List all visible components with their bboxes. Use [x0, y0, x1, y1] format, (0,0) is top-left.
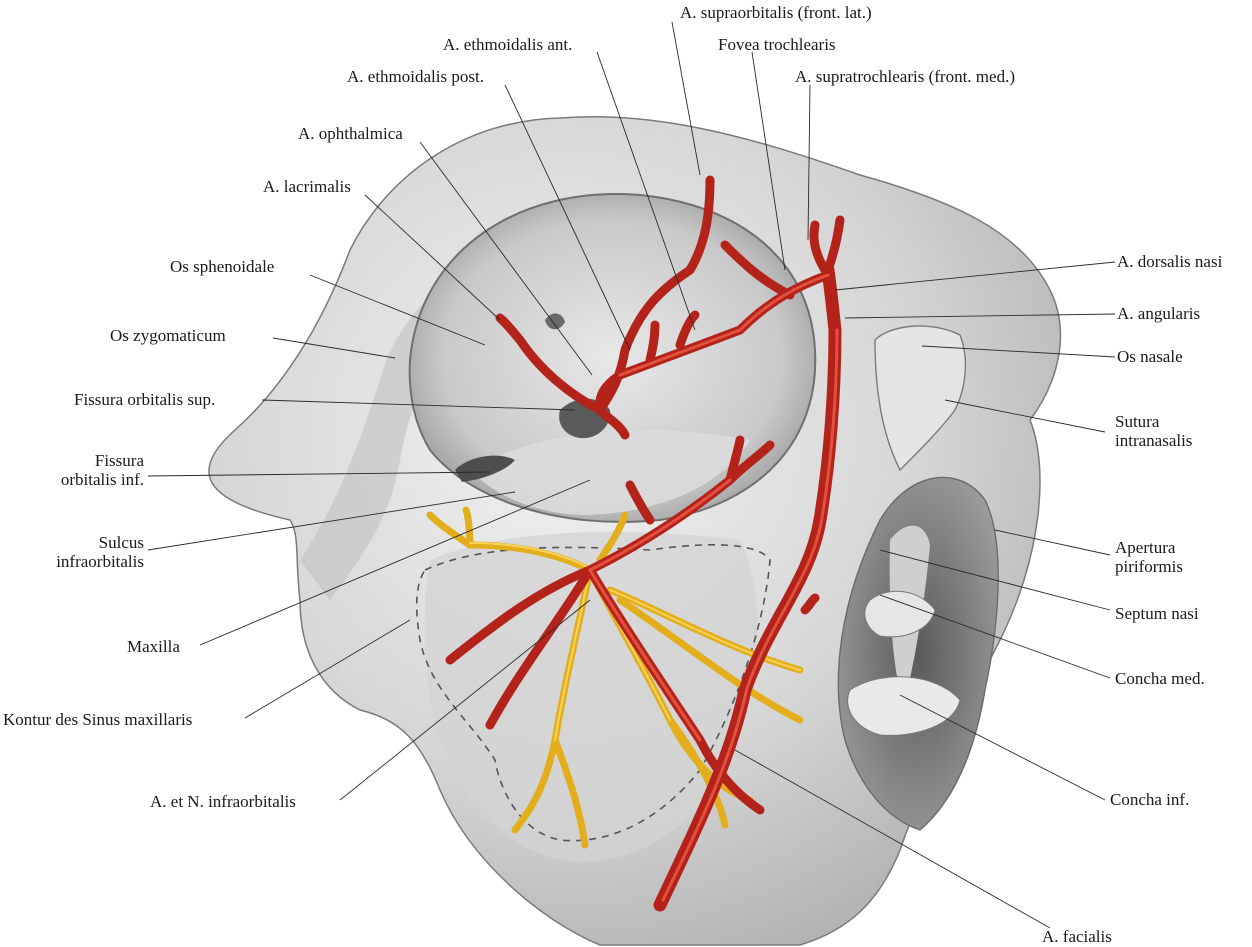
label-a-angularis: A. angularis	[1117, 304, 1200, 323]
label-line: Sutura	[1115, 412, 1160, 431]
label-line: orbitalis inf.	[61, 470, 144, 489]
label-os-zygomaticum: Os zygomaticum	[110, 326, 226, 345]
label-os-nasale: Os nasale	[1117, 347, 1183, 366]
sinus-contour	[415, 544, 771, 842]
label-a-ethmoidalis-ant: A. ethmoidalis ant.	[443, 35, 572, 54]
label-a-lacrimalis: A. lacrimalis	[263, 177, 351, 196]
skull-bone	[208, 115, 1062, 946]
label-maxilla: Maxilla	[127, 637, 180, 656]
label-line: intranasalis	[1115, 431, 1192, 450]
leader-lines	[147, 21, 1116, 929]
label-a-supratrochlearis: A. supratrochlearis (front. med.)	[795, 67, 1015, 86]
concha-med-shape	[864, 590, 936, 638]
label-os-sphenoidale: Os sphenoidale	[170, 257, 274, 276]
label-fissura-orbitalis-sup: Fissura orbitalis sup.	[74, 390, 215, 409]
label-line: Apertura	[1115, 538, 1176, 557]
arteries	[445, 175, 845, 912]
fissura-inf-shape	[455, 455, 515, 482]
label-line: infraorbitalis	[56, 552, 144, 571]
label-concha-inf: Concha inf.	[1110, 790, 1189, 809]
label-line: Sulcus	[99, 533, 144, 552]
label-a-ophthalmica: A. ophthalmica	[298, 124, 403, 143]
label-fovea-trochlearis: Fovea trochlearis	[718, 35, 836, 54]
label-line: Fissura	[95, 451, 145, 470]
label-a-dorsalis-nasi: A. dorsalis nasi	[1117, 252, 1223, 271]
label-kontur-sinus: Kontur des Sinus maxillaris	[3, 710, 192, 729]
label-a-ethmoidalis-post: A. ethmoidalis post.	[347, 67, 484, 86]
concha-inf-shape	[847, 676, 961, 736]
label-a-et-n-infraorbitalis: A. et N. infraorbitalis	[150, 792, 296, 811]
label-line: piriformis	[1115, 557, 1183, 576]
label-septum-nasi: Septum nasi	[1115, 604, 1199, 623]
orbit-floor	[470, 430, 750, 515]
label-concha-med: Concha med.	[1115, 669, 1205, 688]
label-a-supraorbitalis: A. supraorbitalis (front. lat.)	[680, 3, 872, 22]
labels: A. supraorbitalis (front. lat.) A. ethmo…	[3, 3, 1223, 946]
apertura-piriformis-shape	[837, 476, 999, 831]
nasal-bone	[874, 325, 967, 472]
label-a-facialis: A. facialis	[1042, 927, 1112, 946]
